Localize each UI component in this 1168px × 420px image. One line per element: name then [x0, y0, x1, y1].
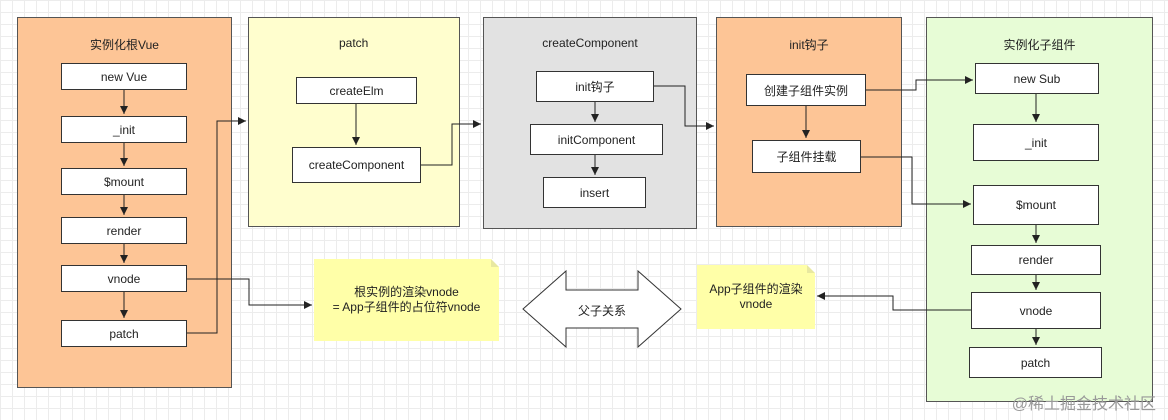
group-init-hook-title: init钩子 — [789, 38, 829, 52]
node-root-patch[interactable]: patch — [61, 320, 187, 347]
node-new-vue[interactable]: new Vue — [61, 63, 187, 90]
note-app-vnode-line2: vnode — [739, 297, 773, 311]
note-app-vnode-line1: App子组件的渲染 — [709, 282, 803, 296]
watermark: @稀土掘金技术社区 — [1011, 396, 1156, 413]
node-create-child-instance[interactable]: 创建子组件实例 — [746, 74, 866, 106]
group-root-vue-title: 实例化根Vue — [90, 38, 159, 52]
node-child-patch[interactable]: patch — [969, 347, 1102, 378]
edge-patch-to-create-component-group — [421, 120, 481, 166]
node-child-vnode[interactable]: vnode — [971, 292, 1101, 329]
edge-child-mount-to-mount — [861, 156, 971, 208]
note-root-vnode-line1: 根实例的渲染vnode — [354, 285, 459, 299]
node-patch-create-component[interactable]: createComponent — [292, 147, 421, 183]
node-root-vnode[interactable]: vnode — [61, 265, 187, 292]
group-create-component-title: createComponent — [542, 36, 638, 50]
node-root-init[interactable]: _init — [61, 116, 187, 143]
relation-label: 父子关系 — [577, 304, 626, 318]
note-app-vnode: App子组件的渲染 vnode — [697, 265, 815, 329]
node-child-mount-step[interactable]: $mount — [973, 185, 1099, 225]
node-child-mount[interactable]: 子组件挂载 — [752, 140, 861, 173]
edge-init-hook-to-init-group — [654, 85, 714, 130]
edge-child-vnode-to-note — [817, 292, 971, 311]
node-child-render[interactable]: render — [971, 245, 1101, 275]
node-root-render[interactable]: render — [61, 217, 187, 244]
node-new-sub[interactable]: new Sub — [975, 63, 1099, 94]
node-child-init[interactable]: _init — [973, 124, 1099, 161]
group-child-title: 实例化子组件 — [1003, 38, 1076, 52]
group-patch: patch — [248, 17, 460, 227]
edge-root-vnode-to-note — [187, 278, 312, 309]
node-create-elm[interactable]: createElm — [296, 77, 417, 104]
node-root-mount[interactable]: $mount — [61, 168, 187, 195]
group-init-hook: init钩子 — [716, 17, 902, 227]
relation-double-arrow — [522, 269, 682, 349]
node-insert[interactable]: insert — [543, 177, 646, 208]
group-patch-title: patch — [339, 36, 369, 50]
note-root-vnode-line2: = App子组件的占位符vnode — [332, 300, 481, 314]
edge-instance-to-new-sub — [866, 76, 973, 91]
node-init-hook[interactable]: init钩子 — [536, 71, 654, 102]
note-root-vnode: 根实例的渲染vnode = App子组件的占位符vnode — [314, 259, 499, 341]
edge-root-patch-to-patch-group — [187, 117, 246, 334]
node-init-component[interactable]: initComponent — [530, 124, 663, 155]
